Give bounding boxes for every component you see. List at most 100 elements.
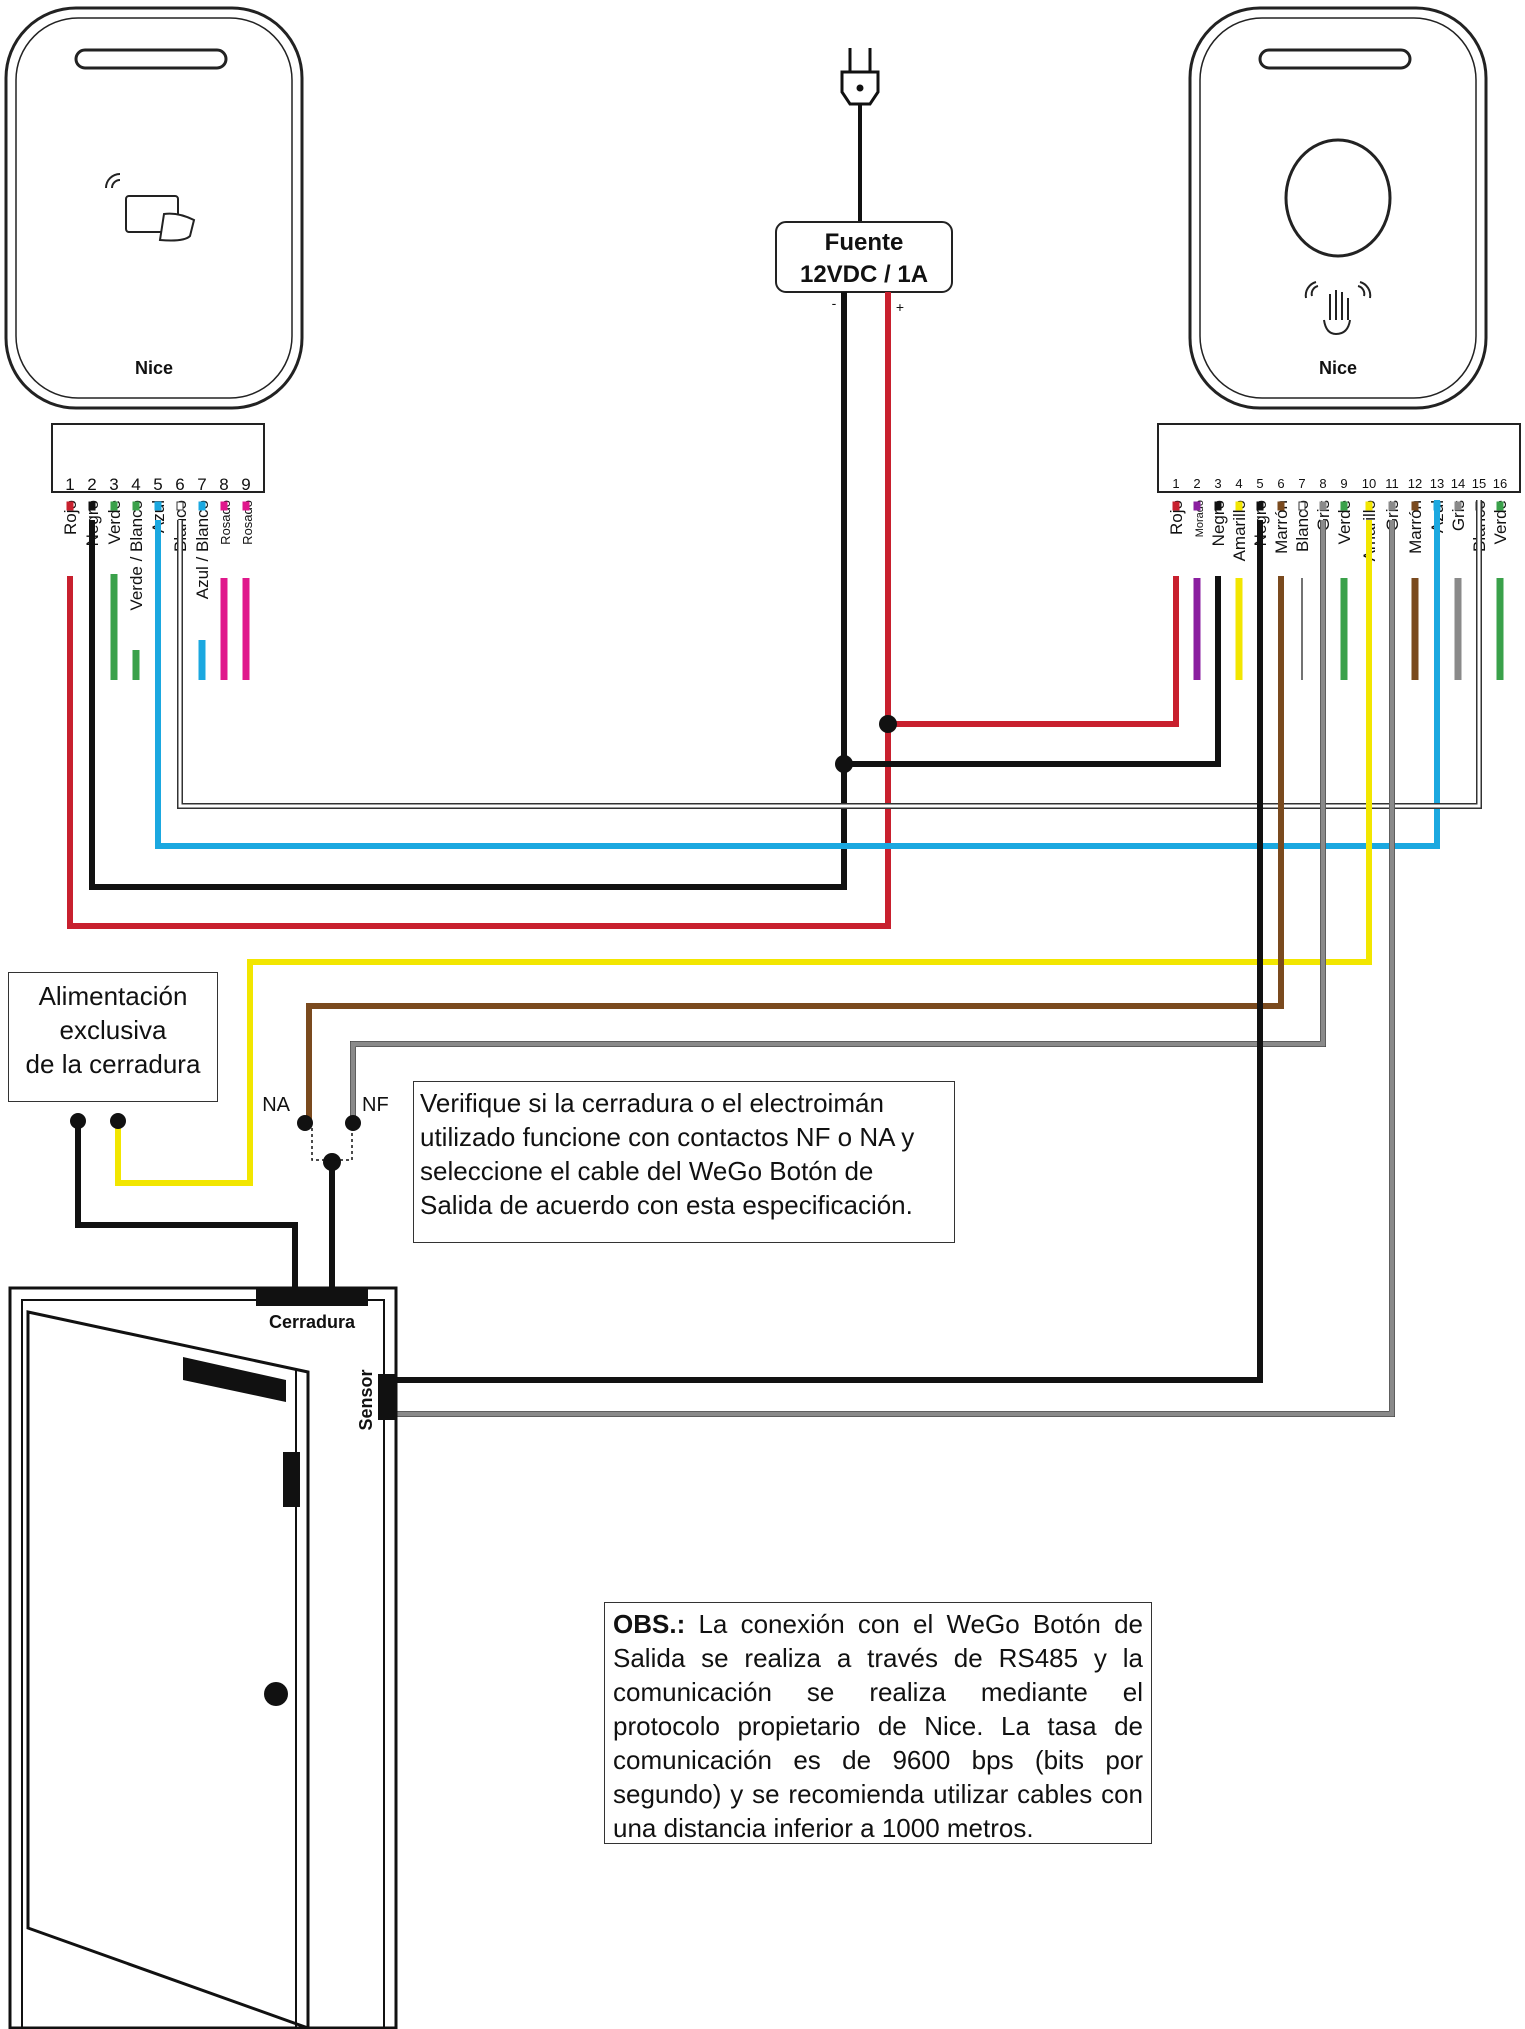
left-wire-stubs — [66, 501, 250, 680]
wire-blue-rs485 — [155, 500, 1440, 849]
wire-sensor-gray — [396, 520, 1395, 1417]
right-stub-tick — [1277, 501, 1285, 511]
lock-power-terminal-2 — [110, 1113, 126, 1129]
power-plus-label: + — [896, 299, 904, 315]
right-wire-label: Gris — [1383, 500, 1402, 531]
right-pin-13: 13 — [1430, 476, 1444, 491]
door-lock-plate — [183, 1357, 286, 1402]
right-wire-label: Marrón — [1406, 500, 1425, 554]
left-stub-tick — [198, 501, 206, 511]
right-pin-2: 2 — [1193, 476, 1200, 491]
right-wire-label: Amarillo — [1230, 500, 1249, 561]
right-terminal-block — [1157, 423, 1521, 493]
right-stub-tick — [1340, 501, 1348, 511]
left-stub-tick — [242, 501, 250, 511]
left-rfid-reader: Nice — [4, 6, 304, 410]
left-stub-tick — [132, 501, 140, 511]
right-pin-8: 8 — [1319, 476, 1326, 491]
right-pin-14: 14 — [1451, 476, 1465, 491]
right-stub-tick — [1235, 501, 1243, 511]
right-stub-tick — [1256, 501, 1264, 511]
right-wire-label: Blanco — [1293, 500, 1312, 552]
obs-note-text: La conexión con el WeGo Botón de Salida … — [613, 1609, 1143, 1843]
right-stub-tick — [1496, 501, 1504, 511]
lock-power-terminal-1 — [70, 1113, 86, 1129]
right-wire-label: Verde — [1335, 500, 1354, 544]
na-terminal — [297, 1115, 313, 1131]
left-pin-5: 5 — [153, 475, 162, 494]
lock-mount-bar — [256, 1288, 368, 1306]
door-leaf — [26, 1310, 310, 2029]
right-pin-6: 6 — [1277, 476, 1284, 491]
na-nf-instruction-note: Verifique si la cerradura o el electroim… — [413, 1081, 955, 1243]
card-icon — [105, 173, 196, 242]
right-pin-1: 1 — [1172, 476, 1179, 491]
right-pin-16: 16 — [1493, 476, 1507, 491]
left-terminal-block — [51, 423, 265, 493]
power-plug-icon — [840, 48, 880, 222]
left-stub-tick — [110, 501, 118, 511]
lock-power-line-2: exclusiva — [59, 1015, 167, 1045]
power-supply-box — [775, 221, 953, 293]
wire-black-left — [89, 292, 847, 890]
right-pin-7: 7 — [1298, 476, 1305, 491]
wire-sensor-gray-outline — [396, 520, 1395, 1417]
left-pin-2: 2 — [87, 475, 96, 494]
left-pin-3: 3 — [109, 475, 118, 494]
right-stub-tick — [1365, 501, 1373, 511]
sensor-mount — [378, 1374, 396, 1420]
obs-note-label: OBS.: — [613, 1609, 686, 1639]
right-stub-tick — [1172, 501, 1180, 511]
junction-dot — [879, 715, 897, 733]
door-knob — [264, 1682, 288, 1706]
wire-white-rs485 — [178, 500, 1481, 808]
right-wire-stubs — [1172, 501, 1504, 680]
wire-red-left — [67, 292, 891, 929]
left-stub-tick — [66, 501, 74, 511]
right-stub-tick — [1193, 501, 1201, 511]
right-pin-5: 5 — [1256, 476, 1263, 491]
led-slot — [1258, 48, 1412, 70]
right-wire-label: Gris — [1314, 500, 1333, 531]
lock-power-line-1: Alimentación — [38, 981, 188, 1011]
left-pin-9: 9 — [241, 475, 250, 494]
left-wire-label: Azul — [149, 500, 168, 533]
left-wire-label: Rosado — [218, 500, 233, 545]
right-wire-label: Verde — [1491, 500, 1510, 544]
na-nf-selector: NA NF — [262, 1094, 389, 1171]
left-stub-tick — [154, 501, 162, 511]
left-wire-label: Rojo — [61, 500, 80, 535]
door-sensor-magnet — [283, 1452, 300, 1507]
left-pin-6: 6 — [175, 475, 184, 494]
right-pin-11: 11 — [1385, 476, 1399, 491]
left-wire-label: Rosado — [240, 500, 255, 545]
right-exit-button: Nice — [1188, 6, 1488, 410]
wires — [67, 292, 1482, 1417]
lock-power-line-3: de la cerradura — [25, 1049, 201, 1079]
right-wire-label: Negro — [1209, 500, 1228, 546]
right-wire-label: Marrón — [1272, 500, 1291, 554]
right-pin-9: 9 — [1340, 476, 1347, 491]
obs-note: OBS.: La conexión con el WeGo Botón de S… — [604, 1602, 1152, 1844]
left-wire-label: Verde — [105, 500, 124, 544]
right-pin-10: 10 — [1362, 476, 1376, 491]
wire-brown-na — [306, 576, 1284, 1123]
left-pin-7: 7 — [197, 475, 206, 494]
led-slot — [74, 48, 228, 70]
left-pin-1: 1 — [65, 475, 74, 494]
left-stub-tick — [220, 501, 228, 511]
wire-black-right — [844, 576, 1221, 767]
left-pin-4: 4 — [131, 475, 140, 494]
left-wire-label: Azul / Blanco — [193, 500, 212, 599]
wire-lock-power — [75, 1121, 298, 1288]
brand-logo: Nice — [135, 358, 173, 378]
right-pin-12: 12 — [1408, 476, 1422, 491]
right-pin-3: 3 — [1214, 476, 1221, 491]
right-stub-tick — [1298, 501, 1306, 511]
common-terminal — [323, 1153, 341, 1171]
power-supply-label-2: 12VDC / 1A — [800, 261, 928, 288]
